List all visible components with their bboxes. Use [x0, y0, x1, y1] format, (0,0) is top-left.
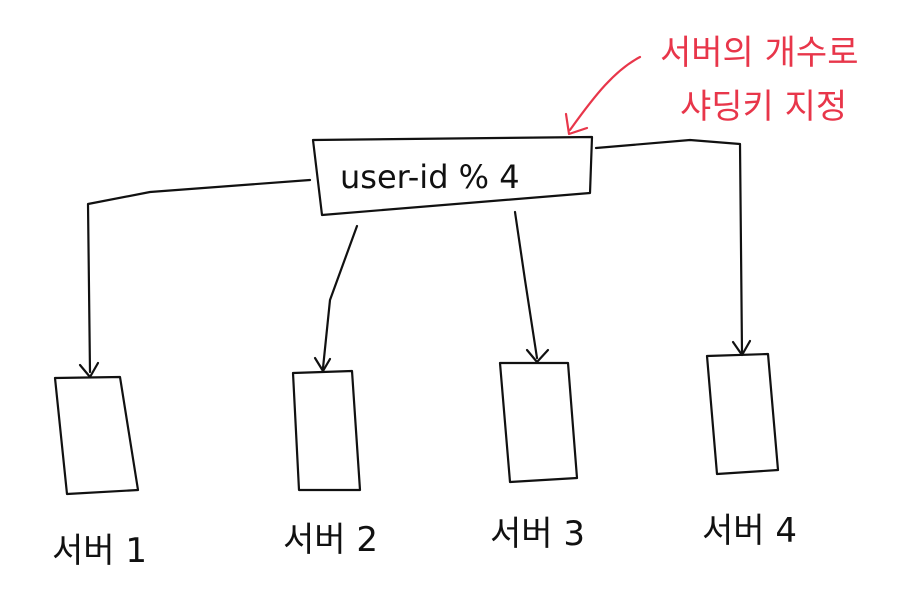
server-label-3: 서버 3 [490, 514, 585, 554]
server-box-1 [53, 375, 140, 496]
annotation-arrow [568, 55, 642, 132]
connector-server-1 [86, 178, 312, 374]
server-label-1: 서버 1 [52, 531, 147, 571]
connector-server-3 [513, 210, 539, 360]
server-label-2: 서버 2 [283, 520, 378, 560]
server-box-2 [291, 369, 362, 492]
annotation-line-2: 샤딩키 지정 [680, 87, 847, 127]
server-box-4 [705, 352, 780, 476]
connector-server-2 [321, 224, 359, 370]
router-label: user-id % 4 [340, 158, 520, 196]
server-box-3 [498, 361, 579, 484]
server-label-4: 서버 4 [702, 511, 797, 551]
connector-server-4 [594, 138, 744, 355]
annotation-line-1: 서버의 개수로 [660, 33, 859, 73]
router-box [311, 135, 594, 217]
annotation-arrowhead [564, 112, 589, 136]
